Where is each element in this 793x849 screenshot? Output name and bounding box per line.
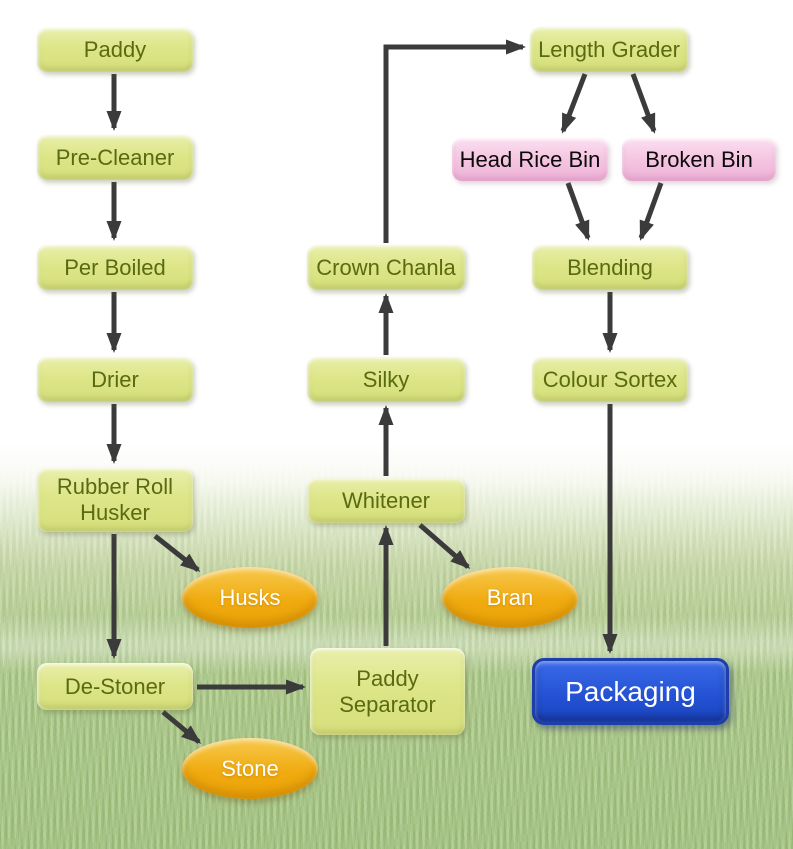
arrow-lengthgrader-headricebin — [560, 73, 588, 134]
node-whitener: Whitener — [307, 478, 465, 523]
arrow-crownchanla-lengthgrader — [383, 39, 526, 243]
node-paddy-separator: Paddy Separator — [310, 648, 465, 735]
node-de-stoner: De-Stoner — [37, 663, 193, 710]
node-pre-cleaner: Pre-Cleaner — [37, 135, 193, 180]
arrow-headricebin-blending — [565, 182, 591, 241]
node-head-rice-bin: Head Rice Bin — [452, 138, 608, 181]
node-bran: Bran — [442, 567, 578, 628]
node-paddy: Paddy — [37, 28, 193, 72]
node-drier: Drier — [37, 357, 193, 402]
node-rubber-roll-husker: Rubber Roll Husker — [37, 468, 193, 532]
node-length-grader: Length Grader — [530, 27, 688, 72]
arrow-destoner-stone — [161, 710, 202, 744]
node-broken-bin: Broken Bin — [622, 138, 776, 181]
node-colour-sortex: Colour Sortex — [532, 357, 688, 402]
node-silky: Silky — [307, 357, 465, 402]
node-per-boiled: Per Boiled — [37, 245, 193, 290]
node-stone: Stone — [182, 738, 318, 799]
node-husks: Husks — [182, 567, 318, 628]
node-packaging: Packaging — [532, 658, 729, 725]
node-blending: Blending — [532, 245, 688, 290]
arrow-husker-husks — [153, 534, 201, 572]
arrow-lengthgrader-brokenbin — [630, 73, 657, 134]
arrow-whitener-bran — [418, 523, 471, 569]
arrow-brokenbin-blending — [638, 182, 664, 241]
node-crown-chanla: Crown Chanla — [307, 245, 465, 290]
